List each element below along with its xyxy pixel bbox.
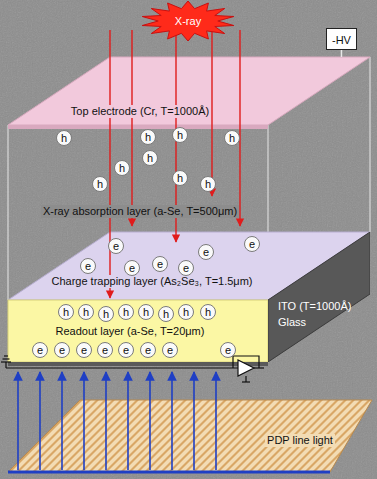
readout-layer: Readout layer (a-Se, T=20μm) h h h h h h h h e e e e… — [8, 300, 268, 362]
x-ray-arrows — [110, 30, 240, 298]
voltage-label: -HV — [332, 34, 351, 46]
carrier-label: e — [129, 263, 135, 274]
carrier-label: h — [147, 153, 153, 164]
carrier-label: e — [183, 263, 189, 274]
carrier-label: h — [177, 130, 183, 141]
carrier-label: h — [145, 132, 151, 143]
carrier-label: e — [85, 261, 91, 272]
electron-carrier: e — [178, 260, 194, 276]
electron-carrier: e — [54, 342, 70, 358]
carrier-label: h — [143, 307, 149, 318]
carrier-label: h — [123, 307, 129, 318]
glass-side-outline — [268, 232, 370, 362]
electron-carrier: e — [140, 342, 156, 358]
pdp-line-light: PDP line light — [8, 400, 372, 472]
ito-glass-side: ITO (T=1000Å) Glass — [268, 232, 370, 362]
carrier-label: e — [203, 247, 209, 258]
carrier-label: h — [229, 133, 235, 144]
carrier-label: e — [59, 345, 65, 356]
absorption-box-outline — [8, 57, 370, 300]
electron-carrier: e — [198, 244, 214, 260]
layer-label: Charge trapping layer (As₂Se₃, T=1.5μm) — [49, 275, 254, 288]
electron-carrier: e — [162, 342, 178, 358]
hole-carrier: h — [200, 304, 216, 320]
hole-carrier: h — [92, 176, 108, 192]
carrier-label: h — [63, 307, 69, 318]
electron-carrier: e — [76, 342, 92, 358]
carrier-label: h — [103, 309, 109, 320]
carrier-label: e — [102, 345, 108, 356]
hv-wire — [341, 50, 343, 57]
carrier-label: e — [123, 345, 129, 356]
readout-layer-face — [8, 300, 268, 362]
carrier-label: h — [83, 307, 89, 318]
electron-carrier: e — [118, 342, 134, 358]
carrier-label: h — [119, 163, 125, 174]
hole-carrier: h — [138, 304, 154, 320]
hole-carrier: h — [98, 306, 114, 322]
layer-label: X-ray absorption layer (a-Se, T=500μm) — [41, 205, 239, 218]
carrier-label: e — [225, 345, 231, 356]
carrier-label: e — [157, 259, 163, 270]
electron-carrier: e — [108, 238, 124, 254]
layer-label: Readout layer (a-Se, T=20μm) — [54, 325, 207, 338]
carrier-label: h — [61, 133, 67, 144]
carrier-label: e — [81, 345, 87, 356]
carrier-label: h — [205, 307, 211, 318]
electron-carrier: e — [220, 342, 236, 358]
hole-carrier: h — [158, 306, 174, 322]
hole-carrier: h — [224, 130, 240, 146]
carrier-label: e — [37, 345, 43, 356]
hole-carrier: h — [200, 176, 216, 192]
carrier-label: h — [205, 179, 211, 190]
layer-label: PDP line light — [265, 434, 335, 447]
carrier-label: h — [177, 173, 183, 184]
carrier-label: h — [163, 309, 169, 320]
glass-side-shape — [268, 232, 370, 362]
carrier-label: h — [183, 307, 189, 318]
hole-carrier: h — [56, 130, 72, 146]
layer-label: X-ray — [173, 15, 203, 28]
x-ray-burst: X-ray — [140, 0, 236, 42]
top-electrode-plane — [8, 57, 370, 125]
pdp-front-edge — [8, 471, 330, 474]
hole-carrier: h — [140, 129, 156, 145]
electron-carrier: e — [244, 236, 260, 252]
carrier-label: e — [249, 239, 255, 250]
hole-carrier: h — [78, 304, 94, 320]
carrier-label: e — [167, 345, 173, 356]
carrier-label: e — [113, 241, 119, 252]
layer-label: Glass — [276, 316, 308, 329]
layer-label: Top electrode (Cr, T=1000Å) — [69, 105, 211, 118]
electron-carrier: e — [152, 256, 168, 272]
carrier-label: e — [145, 345, 151, 356]
electron-carrier: e — [97, 342, 113, 358]
layer-label: ITO (T=1000Å) — [276, 300, 353, 313]
hole-carrier: h — [142, 150, 158, 166]
top-electrode-edge — [8, 125, 268, 129]
hole-carrier: h — [172, 127, 188, 143]
light-arrows — [18, 372, 216, 470]
glass-front-edge — [8, 362, 268, 366]
carrier-label: h — [97, 179, 103, 190]
electron-carrier: e — [80, 258, 96, 274]
hole-carrier: h — [118, 304, 134, 320]
top-electrode: Top electrode (Cr, T=1000Å) — [8, 57, 370, 125]
hole-carrier: h — [178, 304, 194, 320]
hole-carrier: h — [114, 160, 130, 176]
burst-outline — [142, 1, 234, 41]
electron-carrier: e — [124, 260, 140, 276]
high-voltage-box: -HV — [326, 28, 357, 50]
hole-carrier: h — [172, 170, 188, 186]
hole-carrier: h — [58, 304, 74, 320]
electron-carrier: e — [32, 342, 48, 358]
